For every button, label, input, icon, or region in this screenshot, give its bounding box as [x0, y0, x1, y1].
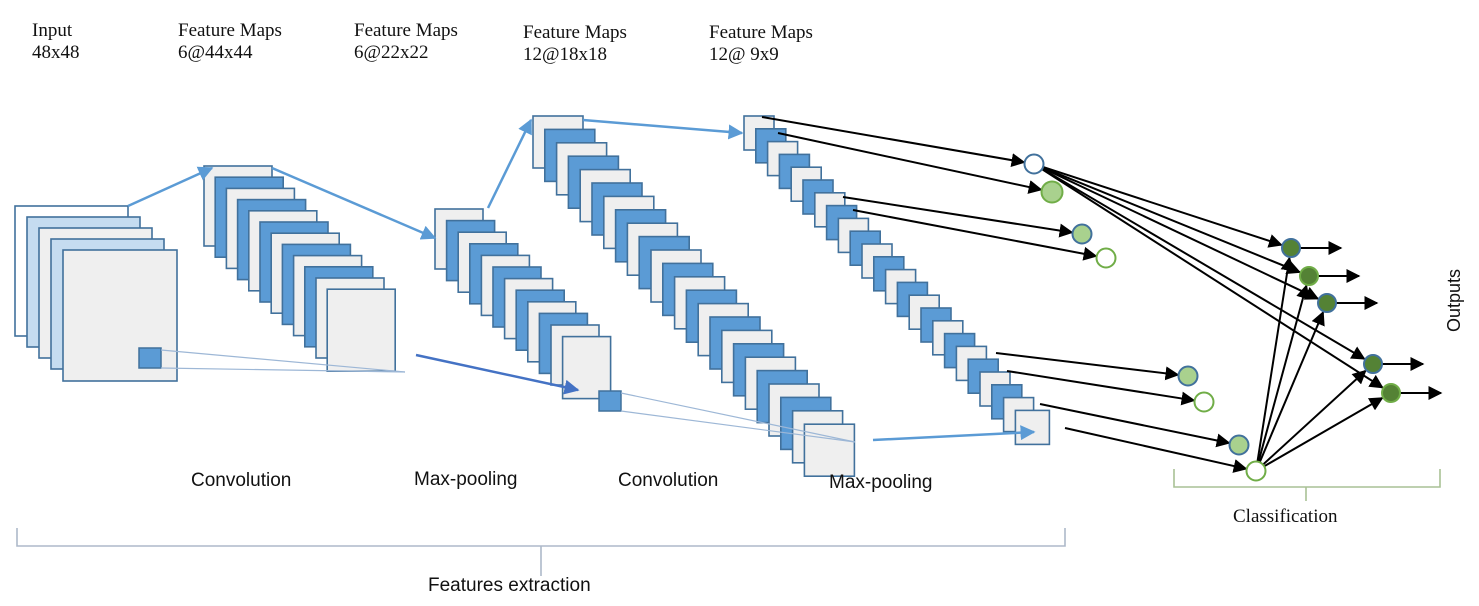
features-extraction-brace: [16, 528, 1066, 576]
fc-connection-arrow: [1041, 166, 1320, 300]
header-title: Feature Maps: [523, 22, 627, 43]
hidden-neuron: [1095, 247, 1117, 269]
hidden-neuron: [1040, 180, 1064, 204]
layer-connectors: [127, 118, 1036, 443]
receptive-field-input: [138, 347, 162, 369]
header-title: Feature Maps: [354, 20, 458, 41]
fc-connection-arrow: [1258, 310, 1325, 464]
hidden-neuron: [1193, 391, 1215, 413]
header-size: 48x48: [32, 42, 80, 63]
input-arrow: [852, 209, 1098, 261]
projection-line: [620, 392, 856, 443]
neurons: [1023, 153, 1401, 482]
layer-connector-arrow: [872, 425, 1036, 442]
projection-line: [620, 410, 856, 443]
input-arrow: [1064, 427, 1248, 473]
header-conv1-maps: Feature Maps 6@44x44: [178, 20, 282, 64]
layer-connector-arrow: [582, 118, 744, 140]
input-arrow: [842, 196, 1074, 238]
feature-map: [1014, 409, 1051, 446]
header-size: 6@44x44: [178, 42, 253, 63]
header-size: 6@22x22: [354, 42, 429, 63]
layer-connector-arrow: [486, 118, 533, 209]
layer-input: [14, 205, 178, 382]
header-pool1-maps: Feature Maps 6@22x22: [354, 20, 458, 64]
input-arrow: [761, 116, 1026, 168]
header-input: Input 48x48: [32, 20, 80, 64]
output-neuron: [1281, 238, 1301, 258]
layer-pool1: [434, 208, 612, 400]
group-label-classification: Classification: [1233, 506, 1338, 527]
fc-arrows: [761, 116, 1443, 473]
feature-map: [326, 288, 397, 373]
header-title: Input: [32, 20, 73, 41]
outputs-label: Outputs: [1444, 268, 1464, 332]
output-neuron: [1363, 354, 1383, 374]
fc-connection-arrow: [1263, 397, 1384, 468]
fc-connection-arrow: [1041, 166, 1302, 274]
feature-map: [803, 423, 856, 478]
header-title: Feature Maps: [178, 20, 282, 41]
layer-conv2: [532, 115, 856, 478]
fc-connection-arrow: [1042, 165, 1283, 248]
projection-line: [160, 367, 406, 373]
stage-label-convolution-2: Convolution: [618, 470, 719, 491]
header-title: Feature Maps: [709, 22, 813, 43]
fc-connection-arrow: [1041, 168, 1384, 389]
input-arrow: [777, 132, 1043, 194]
hidden-neuron: [1023, 153, 1045, 175]
stage-label-maxpooling-2: Max-pooling: [829, 472, 933, 493]
fc-connection-arrow: [1261, 369, 1367, 466]
layer-conv1: [203, 165, 397, 373]
input-arrow: [995, 352, 1180, 381]
layer-connector-arrow: [415, 353, 580, 395]
layer-connector-arrow: [271, 166, 437, 240]
output-neuron: [1317, 293, 1337, 313]
header-conv2-maps: Feature Maps 12@18x18: [523, 22, 627, 66]
projection-line: [160, 349, 406, 373]
receptive-field-pool1: [598, 390, 622, 412]
classification-brace: [1173, 469, 1441, 501]
header-size: 12@18x18: [523, 44, 607, 65]
output-neuron: [1299, 266, 1319, 286]
group-label-features-extraction: Features extraction: [428, 575, 591, 596]
stage-label-convolution-1: Convolution: [191, 470, 292, 491]
input-arrow: [1006, 370, 1196, 406]
header-pool2-maps: Feature Maps 12@ 9x9: [709, 22, 813, 66]
layer-pool2: [743, 115, 1051, 446]
header-size: 12@ 9x9: [709, 44, 779, 65]
group-braces: [16, 469, 1441, 576]
fc-connection-arrow: [1041, 167, 1366, 360]
input-arrow: [1039, 403, 1231, 448]
hidden-neuron: [1177, 365, 1199, 387]
fc-connection-arrow: [1257, 284, 1310, 463]
hidden-neuron: [1228, 434, 1250, 456]
fc-connection-arrow: [1256, 256, 1295, 463]
hidden-neuron: [1071, 223, 1093, 245]
hidden-neuron: [1245, 460, 1267, 482]
output-neuron: [1381, 383, 1401, 403]
feature-map-layers: [14, 115, 1051, 478]
stage-label-maxpooling-1: Max-pooling: [414, 469, 518, 490]
layer-connector-arrow: [127, 166, 214, 208]
